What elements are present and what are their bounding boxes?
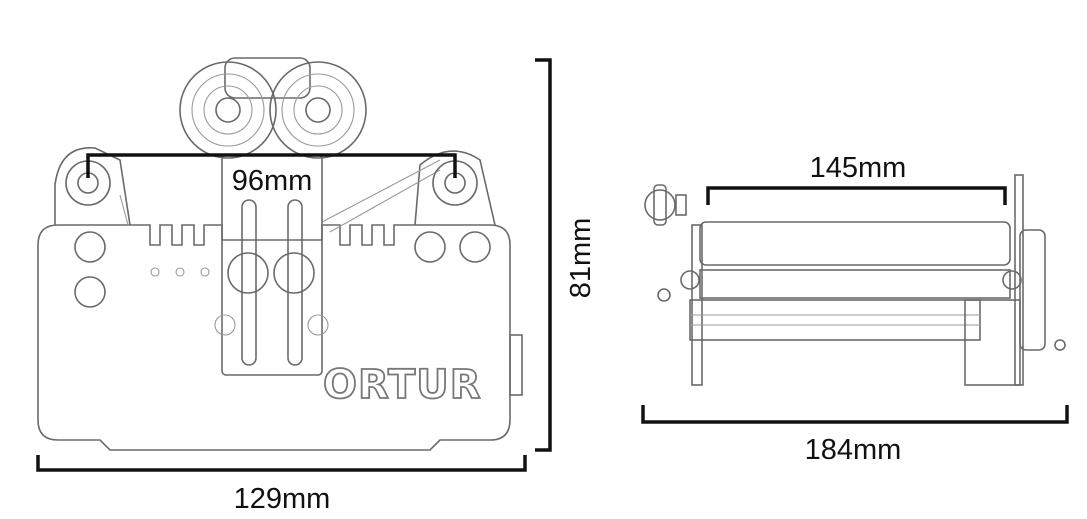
label-roller-length: 145mm <box>810 152 907 184</box>
label-wheel-spacing: 96mm <box>232 165 313 197</box>
side-view-device <box>644 174 1066 386</box>
label-width: 129mm <box>234 483 331 515</box>
dimension-line-height <box>535 58 552 452</box>
front-view-device: ORTUR <box>37 57 523 451</box>
top-wheel-left <box>179 61 277 159</box>
dimension-line-width <box>36 455 527 472</box>
label-height: 81mm <box>565 218 597 299</box>
label-overall-length: 184mm <box>805 434 902 466</box>
top-wheel-right <box>269 61 367 159</box>
dimension-line-overall-length <box>641 405 1069 424</box>
ortur-logo: ORTUR <box>323 362 482 408</box>
dimension-line-roller-length <box>706 186 1007 205</box>
dimension-line-wheel-spacing <box>86 153 457 178</box>
